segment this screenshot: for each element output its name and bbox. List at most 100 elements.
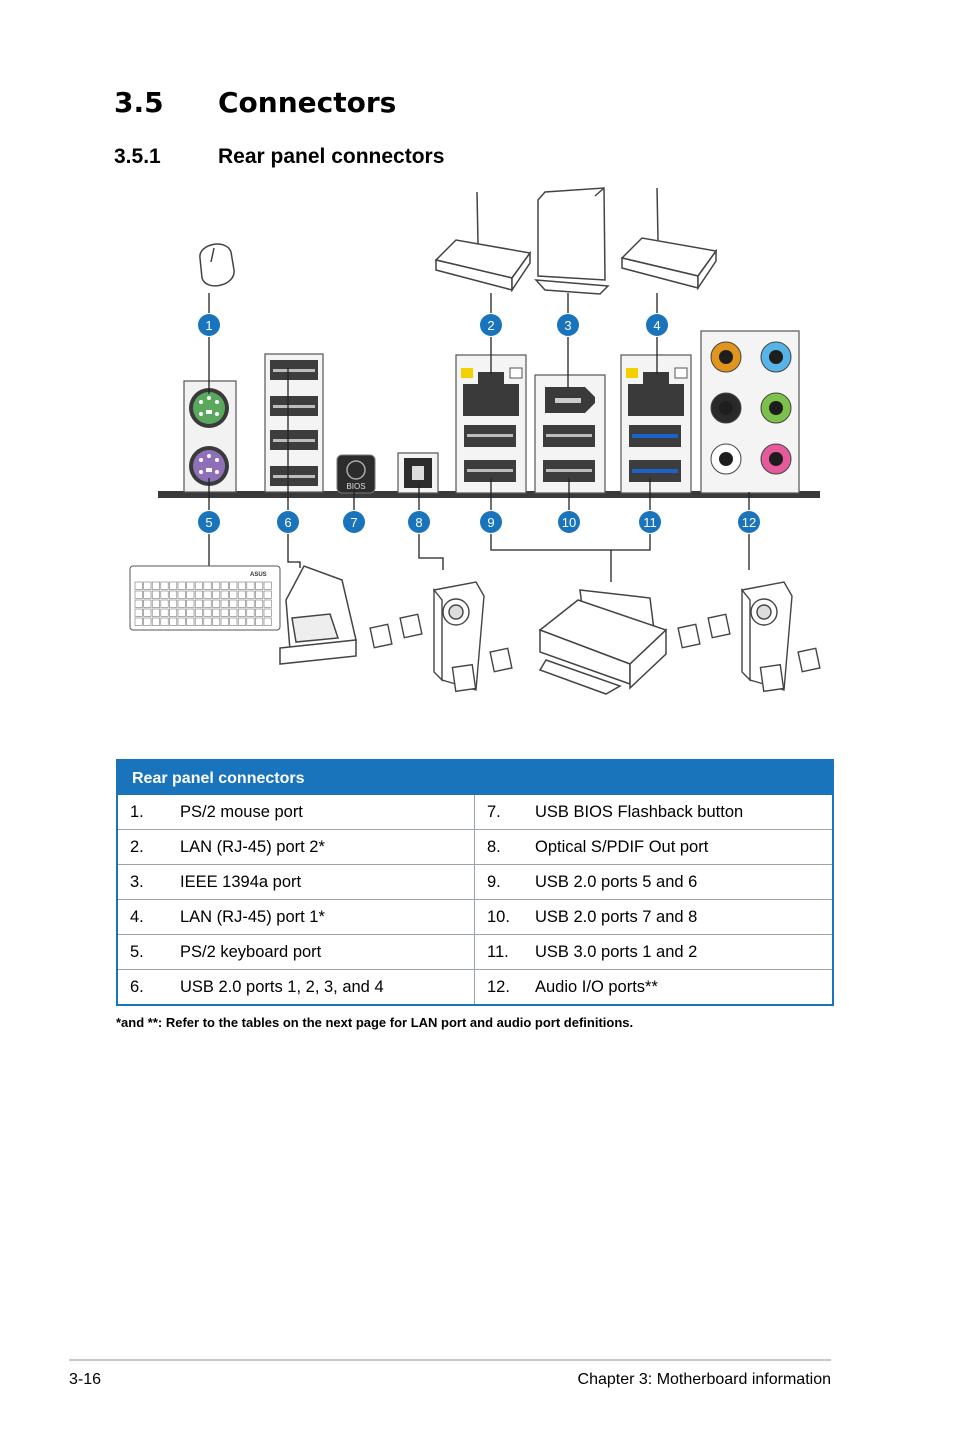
table-cell-left: 2.LAN (RJ-45) port 2* <box>118 830 474 864</box>
speaker-set-2 <box>677 581 821 693</box>
table-row: 1.PS/2 mouse port 7. USB BIOS Flashback bu… <box>118 795 832 829</box>
keyboard-key <box>194 590 203 599</box>
keyboard-key <box>160 581 169 590</box>
keyboard-key <box>263 581 272 590</box>
keyboard-key <box>151 590 160 599</box>
audio-jack-hole <box>769 452 783 466</box>
keyboard-key <box>203 590 212 599</box>
table-cell-left: 1.PS/2 mouse port <box>118 795 474 829</box>
audio-jack-hole <box>719 350 733 364</box>
keyboard-key <box>263 599 272 608</box>
keyboard-key <box>255 590 264 599</box>
item-number: 9. <box>487 872 501 891</box>
callout-number: 12 <box>742 515 756 530</box>
item-label: USB BIOS Flashback button <box>535 802 744 821</box>
callout-badge <box>480 314 502 336</box>
keyboard-key <box>203 599 212 608</box>
keyboard-key <box>143 608 152 617</box>
keyboard-key <box>177 617 186 626</box>
speaker-part <box>489 647 513 673</box>
keyboard-key <box>263 608 272 617</box>
item-number: 3. <box>130 872 144 891</box>
keyboard-key <box>169 590 178 599</box>
keyboard-key <box>229 599 238 608</box>
keyboard-key <box>229 590 238 599</box>
item-number: 7. <box>487 802 501 821</box>
audio-jack-hole <box>769 401 783 415</box>
keyboard-key <box>246 590 255 599</box>
callout-badge <box>558 511 580 533</box>
table-cell-right: 12.Audio I/O ports** <box>474 970 832 1004</box>
table-cell-right: 11.USB 3.0 ports 1 and 2 <box>474 935 832 969</box>
keyboard-key <box>246 608 255 617</box>
keyboard-key <box>246 617 255 626</box>
subsection-title: Rear panel connectors <box>218 145 445 168</box>
keyboard-key <box>229 608 238 617</box>
keyboard-key <box>186 608 195 617</box>
speaker-part <box>448 604 464 620</box>
keyboard-key <box>151 608 160 617</box>
speaker-part <box>399 613 423 639</box>
ps2-ports <box>183 380 237 493</box>
callout-number: 6 <box>284 515 291 530</box>
keyboard-key <box>237 608 246 617</box>
page-number: 3-16 <box>69 1371 102 1388</box>
keyboard-key <box>246 599 255 608</box>
table-cell-right: 8.Optical S/PDIF Out port <box>474 830 832 864</box>
lan1-usb3-stack <box>620 354 692 494</box>
callout-badge <box>198 511 220 533</box>
audio-jack-hole <box>719 401 733 415</box>
keyboard-key <box>263 617 272 626</box>
keyboard-brand: ASUS <box>250 572 267 578</box>
rear-panel-diagram: BIOS <box>129 187 821 695</box>
speaker-part <box>707 613 731 639</box>
keyboard-key <box>134 590 143 599</box>
keyboard-key <box>160 608 169 617</box>
keyboard-key <box>212 608 221 617</box>
subsection-number: 3.5.1 <box>114 145 161 168</box>
callout-badge <box>557 314 579 336</box>
keyboard-key <box>229 617 238 626</box>
callout-number: 11 <box>643 515 657 530</box>
item-label: PS/2 mouse port <box>180 802 303 821</box>
callout-badge <box>738 511 760 533</box>
keyboard-key <box>212 590 221 599</box>
keyboard-key <box>186 599 195 608</box>
keyboard-key <box>169 617 178 626</box>
subsection-heading: 3.5.1 Rear panel connectors <box>114 145 444 169</box>
footer-rule <box>69 1359 831 1361</box>
keyboard-key <box>203 608 212 617</box>
keyboard-key <box>143 599 152 608</box>
callout-number: 2 <box>487 318 494 333</box>
scanner-device <box>279 565 357 665</box>
item-number: 6. <box>130 977 144 996</box>
keyboard-key <box>255 581 264 590</box>
speaker-part <box>741 588 751 682</box>
keyboard-key <box>237 617 246 626</box>
item-label: PS/2 keyboard port <box>180 942 322 961</box>
keyboard-key <box>134 581 143 590</box>
keyboard-key <box>134 608 143 617</box>
panel-baseline <box>158 491 820 498</box>
keyboard-key <box>177 599 186 608</box>
callout-badge <box>198 314 220 336</box>
keyboard-key <box>177 590 186 599</box>
item-label: IEEE 1394a port <box>180 872 302 891</box>
table-cell-right: 10.USB 2.0 ports 7 and 8 <box>474 900 832 934</box>
keyboard-key <box>220 581 229 590</box>
section-heading: 3.5 Connectors <box>114 86 396 119</box>
router-device-left <box>434 191 532 293</box>
optical-spdif-port <box>397 452 439 494</box>
speaker-part <box>433 588 443 682</box>
item-number: 12. <box>487 977 510 996</box>
usb3-port-2-tongue <box>632 469 678 473</box>
item-number: 4. <box>130 907 144 926</box>
item-number: 11. <box>487 942 509 961</box>
chapter-title: Chapter 3: Motherboard information <box>577 1371 831 1388</box>
lan1-led-left <box>626 368 638 378</box>
table-cell-right: 7. USB BIOS Flashback button <box>474 795 832 829</box>
keyboard-key <box>194 581 203 590</box>
keyboard-key <box>237 599 246 608</box>
keyboard-key <box>220 590 229 599</box>
